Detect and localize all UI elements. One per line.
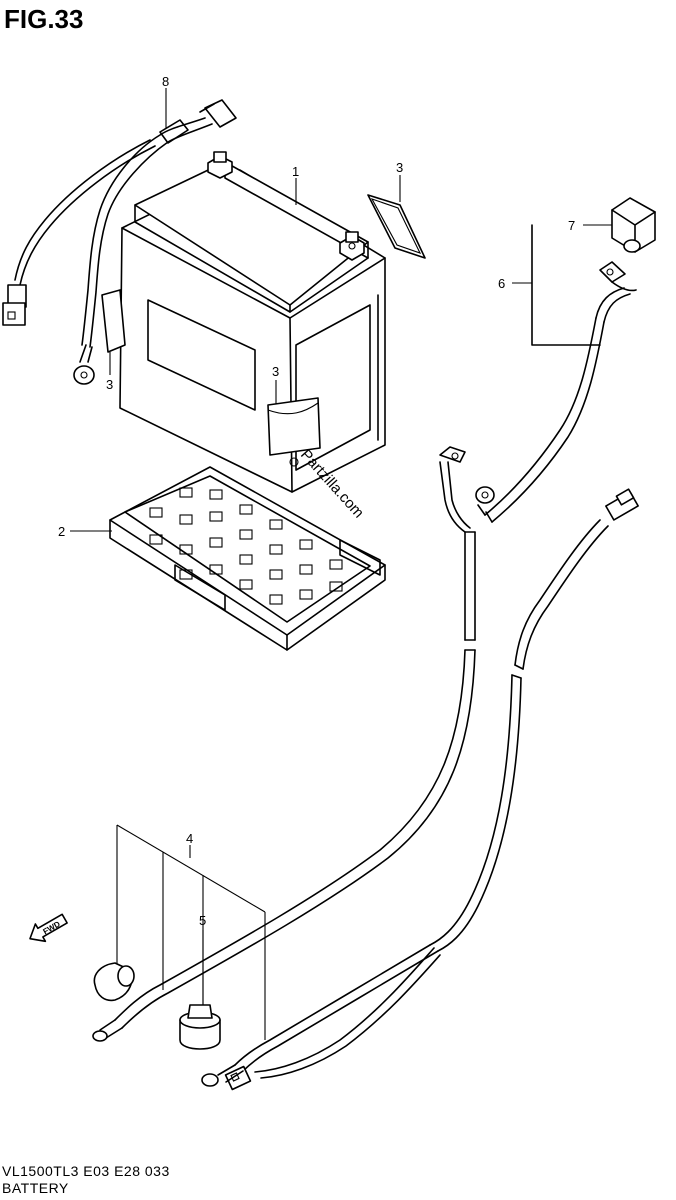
callout-8: 8 xyxy=(162,74,169,89)
callout-2: 2 xyxy=(58,524,65,539)
cable-cover-part-7: 7 xyxy=(568,197,656,253)
battery-labels-part-3: 3 3 3 xyxy=(101,160,426,467)
section-name: BATTERY xyxy=(2,1180,69,1196)
callout-3-top: 3 xyxy=(396,160,403,175)
battery-part-1: 1 xyxy=(119,151,386,493)
callout-6: 6 xyxy=(498,276,505,291)
battery-tray-part-2: 2 xyxy=(58,466,386,651)
front-direction-arrow-icon: FWD xyxy=(29,913,68,943)
terminal-cap-part-5 xyxy=(179,1004,221,1050)
callout-5: 5 xyxy=(199,913,206,928)
figure-title: FIG.33 xyxy=(4,4,84,34)
callout-1: 1 xyxy=(292,164,299,179)
wiring-harness xyxy=(201,488,639,1091)
model-code: VL1500TL3 E03 E28 033 xyxy=(2,1163,170,1179)
callout-group-4-5: 4 5 xyxy=(116,824,266,1040)
small-terminal-cover xyxy=(93,962,135,1002)
callout-4: 4 xyxy=(186,831,193,846)
callout-7: 7 xyxy=(568,218,575,233)
negative-cable-part-8: 8 xyxy=(2,74,237,385)
starter-cable-part-6: 6 xyxy=(475,224,637,523)
callout-3-front: 3 xyxy=(272,364,279,379)
callout-3-left: 3 xyxy=(106,377,113,392)
main-battery-cable xyxy=(92,446,476,1042)
